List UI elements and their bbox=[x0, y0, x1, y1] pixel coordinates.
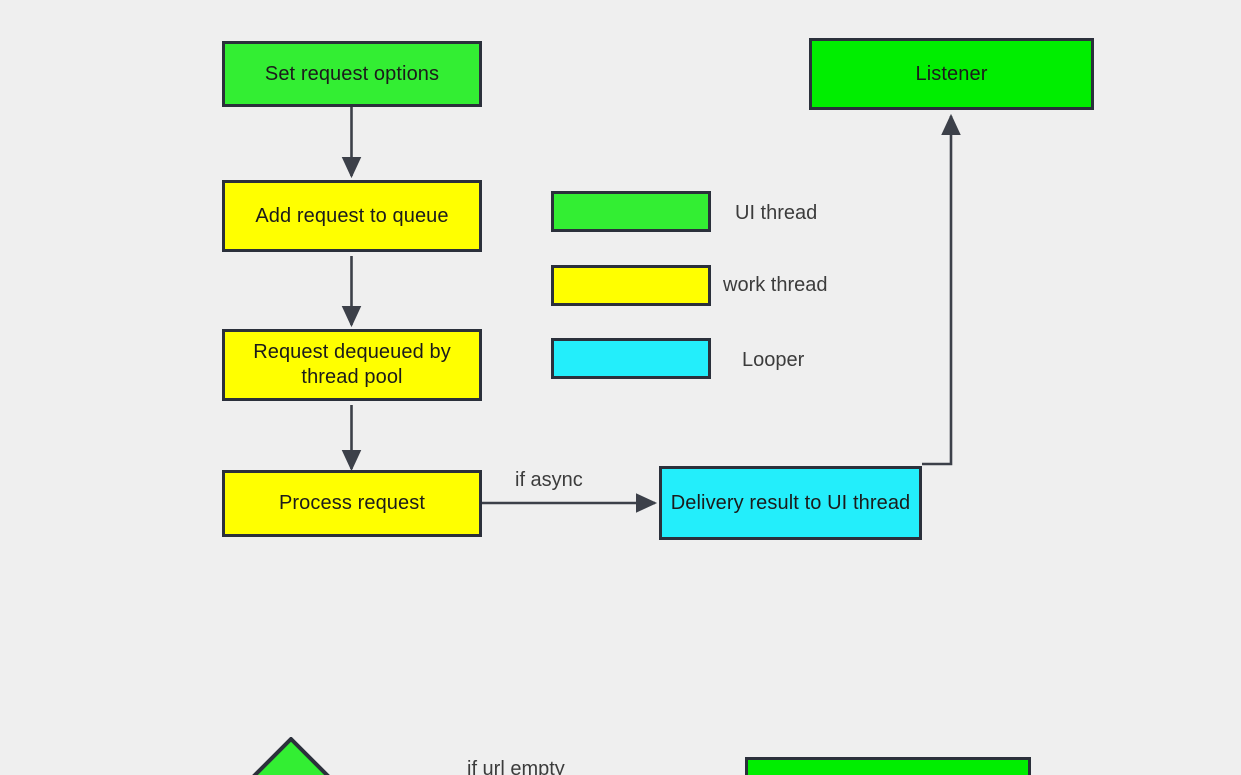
legend-swatch-work-thread bbox=[551, 265, 711, 306]
node-decision-bottom[interactable] bbox=[226, 736, 356, 775]
diamond-shape bbox=[252, 736, 330, 775]
legend-swatch-looper bbox=[551, 338, 711, 379]
legend-label-ui-thread: UI thread bbox=[735, 202, 818, 224]
node-set-request-options[interactable]: Set request options bbox=[222, 41, 482, 107]
legend-swatch-ui-thread bbox=[551, 191, 711, 232]
legend-label-work-thread: work thread bbox=[723, 274, 828, 296]
node-process-request[interactable]: Process request bbox=[222, 470, 482, 537]
legend-label-looper: Looper bbox=[742, 349, 805, 371]
node-listener[interactable]: Listener bbox=[809, 38, 1094, 110]
node-add-request-to-queue[interactable]: Add request to queue bbox=[222, 180, 482, 252]
node-delivery-result-to-ui-thread[interactable]: Delivery result to UI thread bbox=[659, 466, 922, 540]
edge-label-if-async: if async bbox=[515, 469, 583, 491]
edge-label-if-url-empty: if url empty bbox=[467, 758, 565, 775]
node-label: Request dequeued by thread pool bbox=[253, 341, 451, 388]
node-label: Set request options bbox=[264, 62, 440, 85]
node-label: Delivery result to UI thread bbox=[670, 491, 911, 514]
node-label: Add request to queue bbox=[255, 204, 449, 227]
node-label: Process request bbox=[278, 492, 425, 514]
node-request-dequeued-by-thread-pool[interactable]: Request dequeued by thread pool bbox=[222, 329, 482, 401]
node-label: Listener bbox=[915, 62, 988, 85]
node-bottom-right-box[interactable] bbox=[745, 757, 1031, 775]
edge-delivery-to-listener bbox=[922, 113, 961, 466]
